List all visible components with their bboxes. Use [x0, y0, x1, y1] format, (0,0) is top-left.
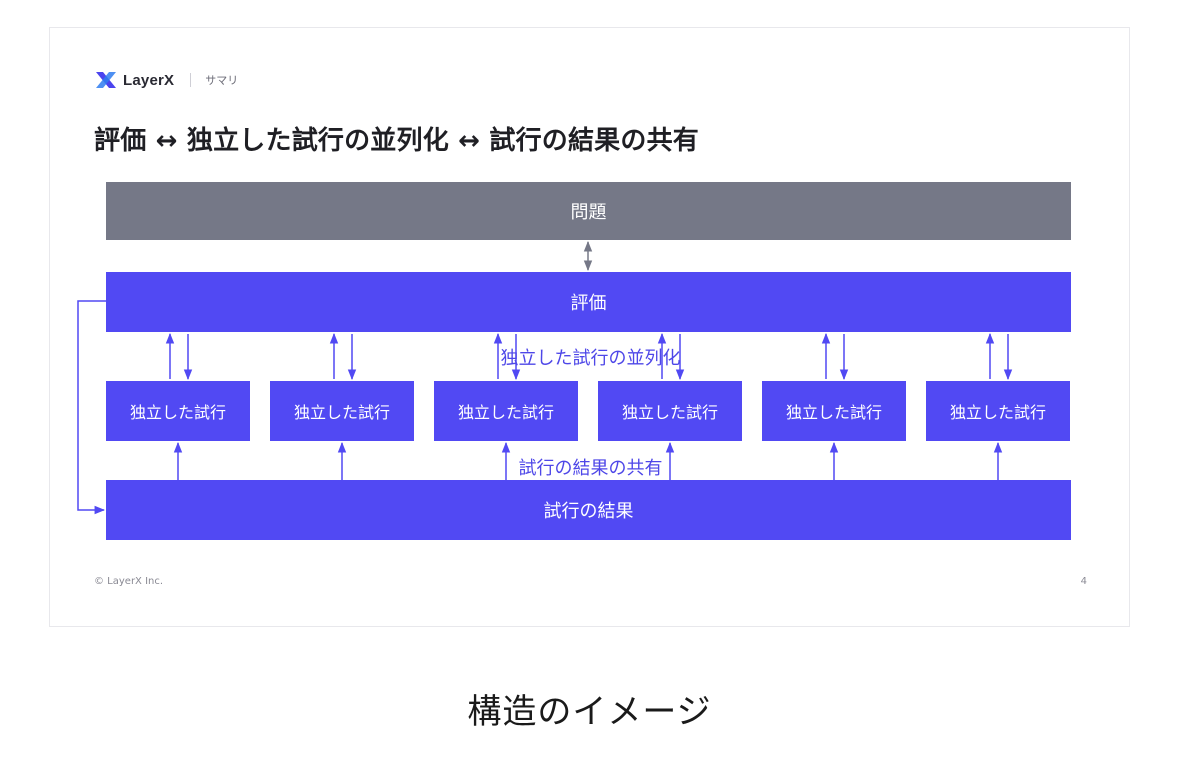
- layerx-logo-icon: [96, 72, 116, 88]
- slide: LayerX サマリ 評価 ↔ 独立した試行の並列化 ↔ 試行の結果の共有 問題…: [49, 27, 1130, 627]
- trial-box: 独立した試行: [434, 381, 578, 441]
- slide-header: LayerX サマリ: [94, 68, 238, 92]
- header-divider: [190, 73, 192, 87]
- slide-title: 評価 ↔ 独立した試行の並列化 ↔ 試行の結果の共有: [94, 126, 699, 156]
- trial-box: 独立した試行: [106, 381, 250, 441]
- evaluation-box: 評価: [106, 272, 1071, 332]
- page-number: 4: [1080, 576, 1087, 587]
- result-box: 試行の結果: [106, 480, 1071, 540]
- trial-box: 独立した試行: [270, 381, 414, 441]
- parallel-label: 独立した試行の並列化: [500, 348, 681, 369]
- trial-box: 独立した試行: [926, 381, 1070, 441]
- brand-name: LayerX: [123, 71, 175, 89]
- trial-box: 独立した試行: [598, 381, 742, 441]
- image-caption: 構造のイメージ: [467, 692, 712, 732]
- problem-box: 問題: [106, 182, 1071, 240]
- share-label: 試行の結果の共有: [518, 458, 663, 479]
- copyright-text: © LayerX Inc.: [94, 576, 164, 587]
- trial-box: 独立した試行: [762, 381, 906, 441]
- section-label: サマリ: [205, 74, 239, 87]
